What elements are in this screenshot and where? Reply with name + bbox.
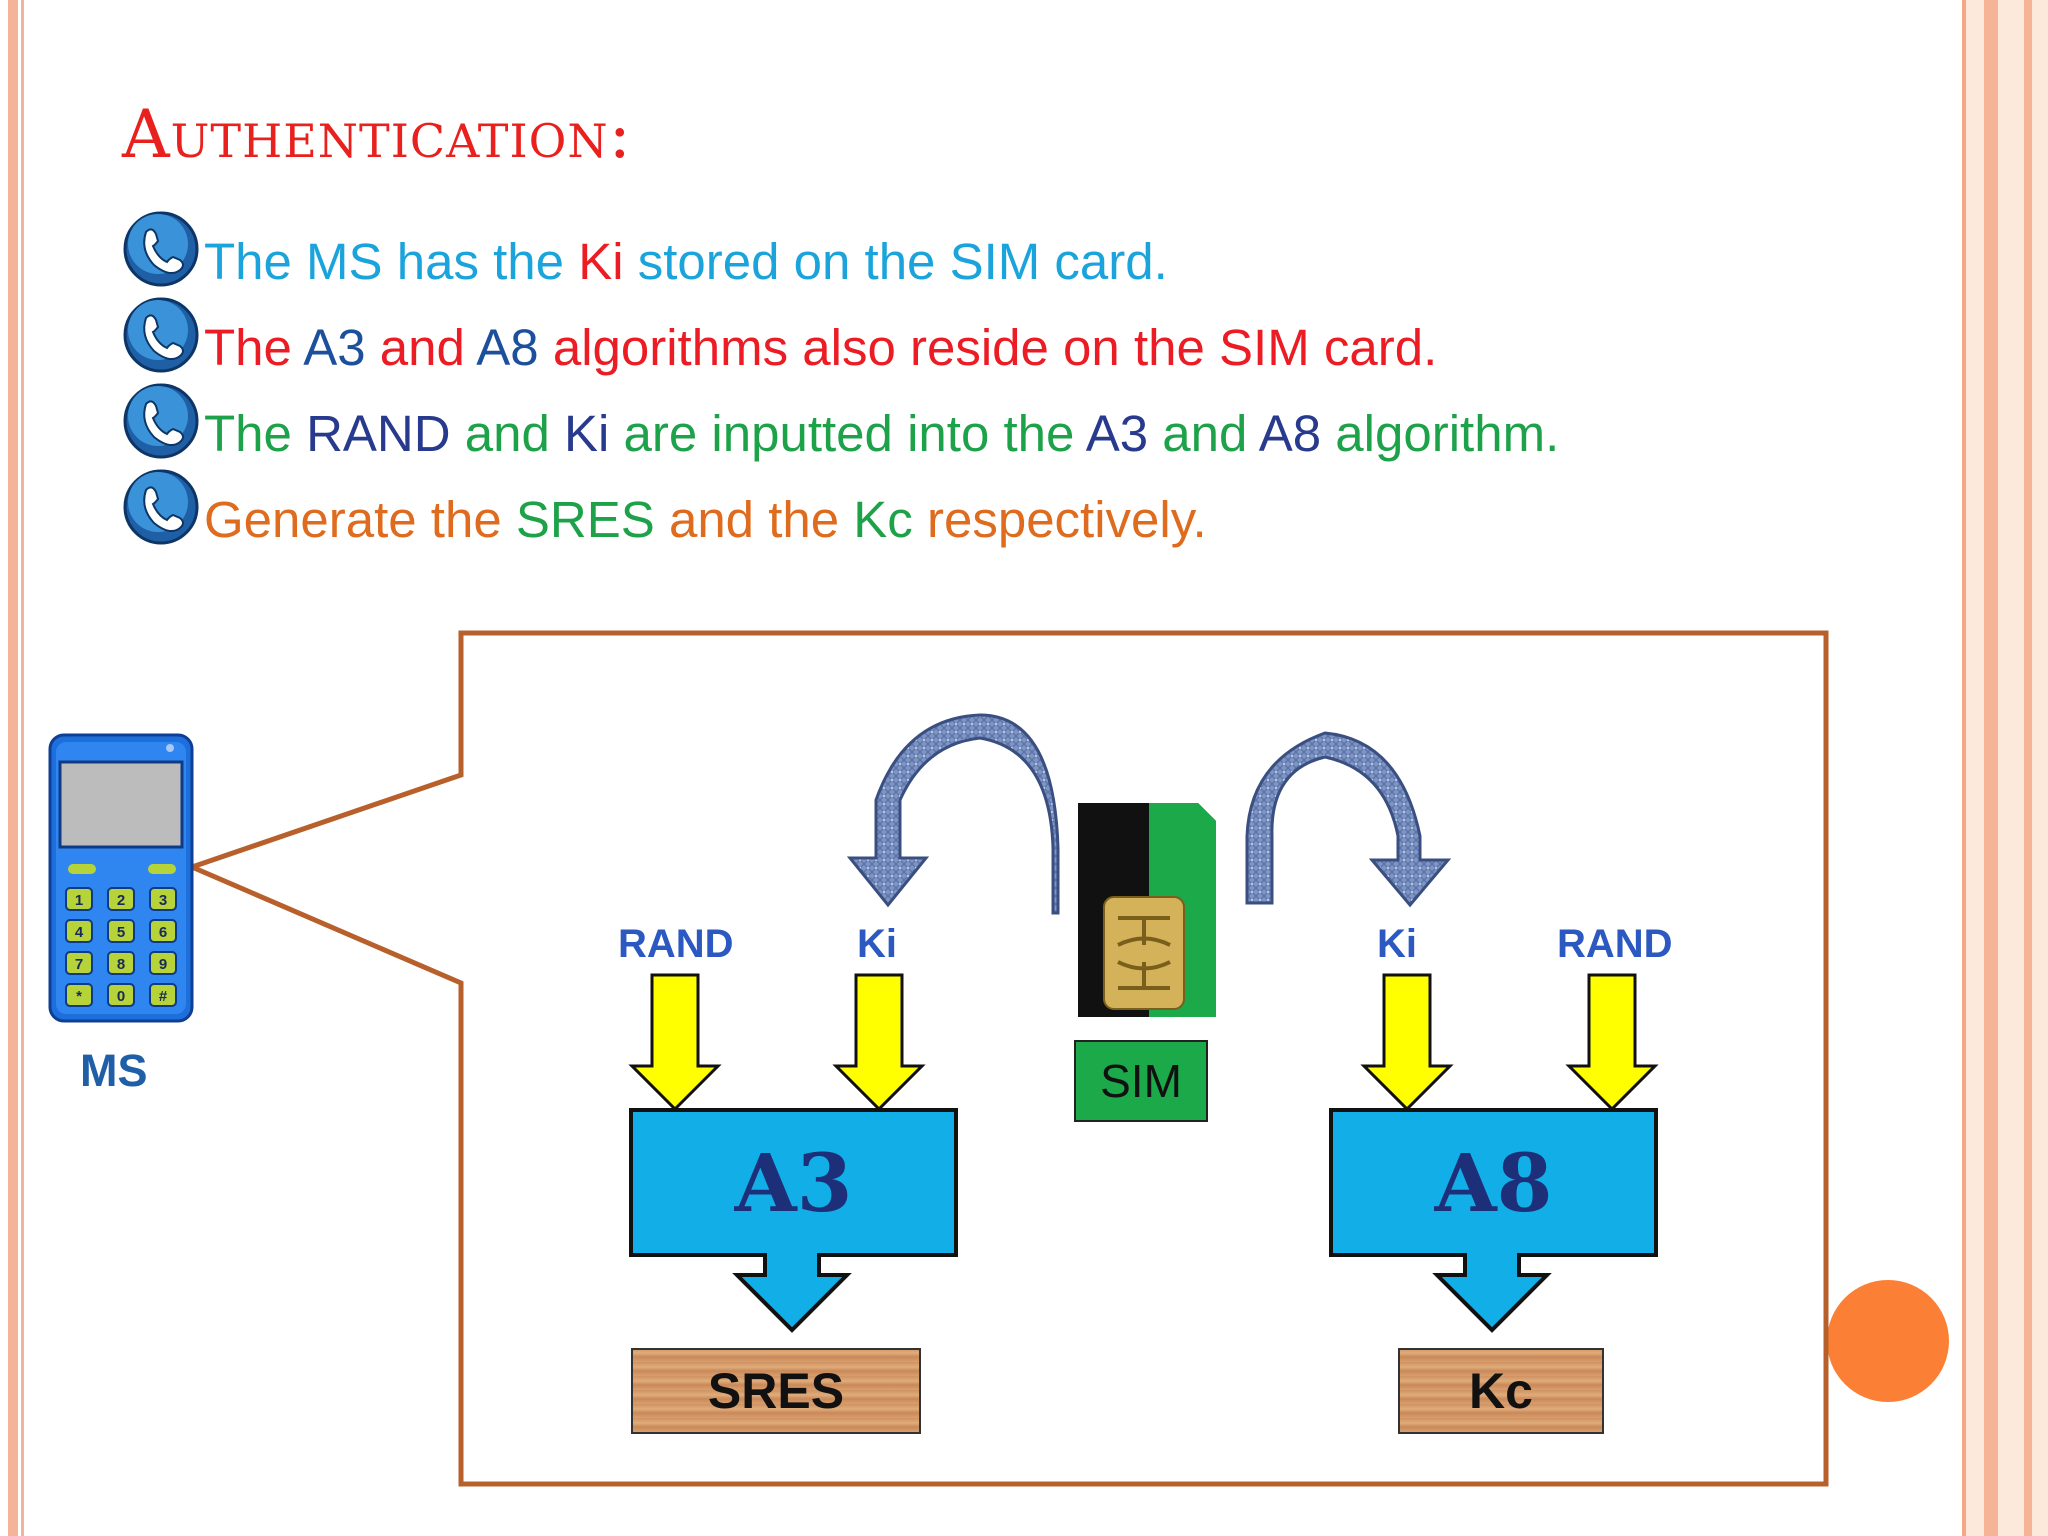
phone-handset-icon	[123, 469, 199, 545]
bullet-text-segment: RAND	[306, 405, 451, 462]
bullet-text-segment: The MS has the	[204, 233, 579, 290]
decorative-orange-circle	[1827, 1280, 1949, 1402]
bullet-text-segment: and the	[654, 491, 854, 548]
phone-key-label: 8	[117, 956, 125, 973]
bullet-text-segment: and	[365, 319, 477, 376]
phone-key: 9	[149, 951, 177, 975]
phone-key: 5	[107, 919, 135, 943]
label-ki-left: Ki	[857, 922, 897, 966]
label-rand-right: RAND	[1557, 922, 1673, 966]
slide-border-right	[1962, 0, 2048, 1536]
phone-key-label: 5	[117, 924, 125, 941]
label-rand-left: RAND	[618, 922, 734, 966]
bullet-text-segment: Kc	[853, 491, 913, 548]
bullet-text: The RAND and Ki are inputted into the A3…	[204, 408, 1559, 459]
bullet-text-segment: respectively.	[912, 491, 1207, 548]
input-arrow-left-ki	[832, 973, 926, 1112]
bullet-text-segment: The	[204, 405, 307, 462]
phone-key: 7	[65, 951, 93, 975]
bullet-text-segment: algorithms also reside on the SIM card.	[538, 319, 1438, 376]
phone-key: 0	[107, 983, 135, 1007]
phone-key: 8	[107, 951, 135, 975]
phone-key-label: 0	[117, 988, 125, 1005]
phone-key-label: #	[159, 988, 168, 1005]
algorithm-box-a3	[629, 1108, 958, 1333]
bullet-text-segment: SRES	[515, 491, 655, 548]
phone-key-label: 7	[75, 956, 83, 973]
input-arrow-right-rand	[1565, 973, 1659, 1112]
mobile-phone-icon: 1 2 3 4 5 6 7 8 9 * 0 #	[48, 733, 194, 1023]
bullet-text: The MS has the Ki stored on the SIM card…	[204, 236, 1168, 287]
slide-title: Authentication:	[122, 96, 632, 173]
phone-key-label: 4	[75, 924, 84, 941]
phone-key: #	[149, 983, 177, 1007]
phone-key-label: 1	[75, 892, 83, 909]
algorithm-box-a8	[1329, 1108, 1658, 1333]
phone-key-label: 6	[159, 924, 167, 941]
phone-handset-icon	[123, 297, 199, 373]
bullet-text-segment: A3	[303, 319, 366, 376]
algorithm-a8-label: A8	[1434, 1136, 1553, 1230]
bullet-text-segment: Ki	[564, 405, 610, 462]
bullet-text-segment: A8	[476, 319, 539, 376]
phone-key: 4	[65, 919, 93, 943]
input-arrow-left-rand	[628, 973, 722, 1112]
algorithm-a3-label: A3	[734, 1136, 853, 1230]
bullet-text-segment: and	[450, 405, 565, 462]
phone-key-label: 9	[159, 956, 167, 973]
sim-card-icon	[1078, 803, 1216, 1017]
bullet-text: The A3 and A8 algorithms also reside on …	[204, 322, 1437, 373]
phone-key: 6	[149, 919, 177, 943]
sim-label: SIM	[1074, 1040, 1208, 1122]
output-sres: SRES	[631, 1348, 921, 1434]
ms-label: MS	[80, 1045, 148, 1096]
curved-arrow-to-left-ki	[846, 713, 1060, 915]
phone-handset-icon	[123, 211, 199, 287]
bullet-text-segment: and	[1148, 405, 1259, 462]
phone-keypad: 1 2 3 4 5 6 7 8 9 * 0 #	[65, 887, 177, 1007]
bullet-text-segment: stored on the SIM card.	[623, 233, 1168, 290]
bullet-text-segment: algorithm.	[1321, 405, 1560, 462]
output-kc: Kc	[1398, 1348, 1604, 1434]
curved-arrow-to-right-ki	[1245, 731, 1452, 908]
bullet-text-segment: Ki	[578, 233, 624, 290]
bullet-text-segment: A8	[1258, 405, 1322, 462]
phone-key: *	[65, 983, 93, 1007]
bullet-text-segment: are inputted into the	[609, 405, 1086, 462]
phone-key-label: *	[76, 988, 82, 1005]
bullet-text-segment: The	[204, 319, 304, 376]
phone-key: 3	[149, 887, 177, 911]
bullet-text: Generate the SRES and the Kc respectivel…	[204, 494, 1207, 545]
slide-border-left-thin	[21, 0, 24, 1536]
phone-key: 1	[65, 887, 93, 911]
bullet-text-segment: A3	[1085, 405, 1149, 462]
slide-border-left	[8, 0, 18, 1536]
phone-handset-icon	[123, 383, 199, 459]
phone-key-label: 2	[117, 892, 125, 909]
bullet-text-segment: Generate the	[204, 491, 516, 548]
input-arrow-right-ki	[1360, 973, 1454, 1112]
phone-key-label: 3	[159, 892, 167, 909]
phone-key: 2	[107, 887, 135, 911]
label-ki-right: Ki	[1377, 922, 1417, 966]
